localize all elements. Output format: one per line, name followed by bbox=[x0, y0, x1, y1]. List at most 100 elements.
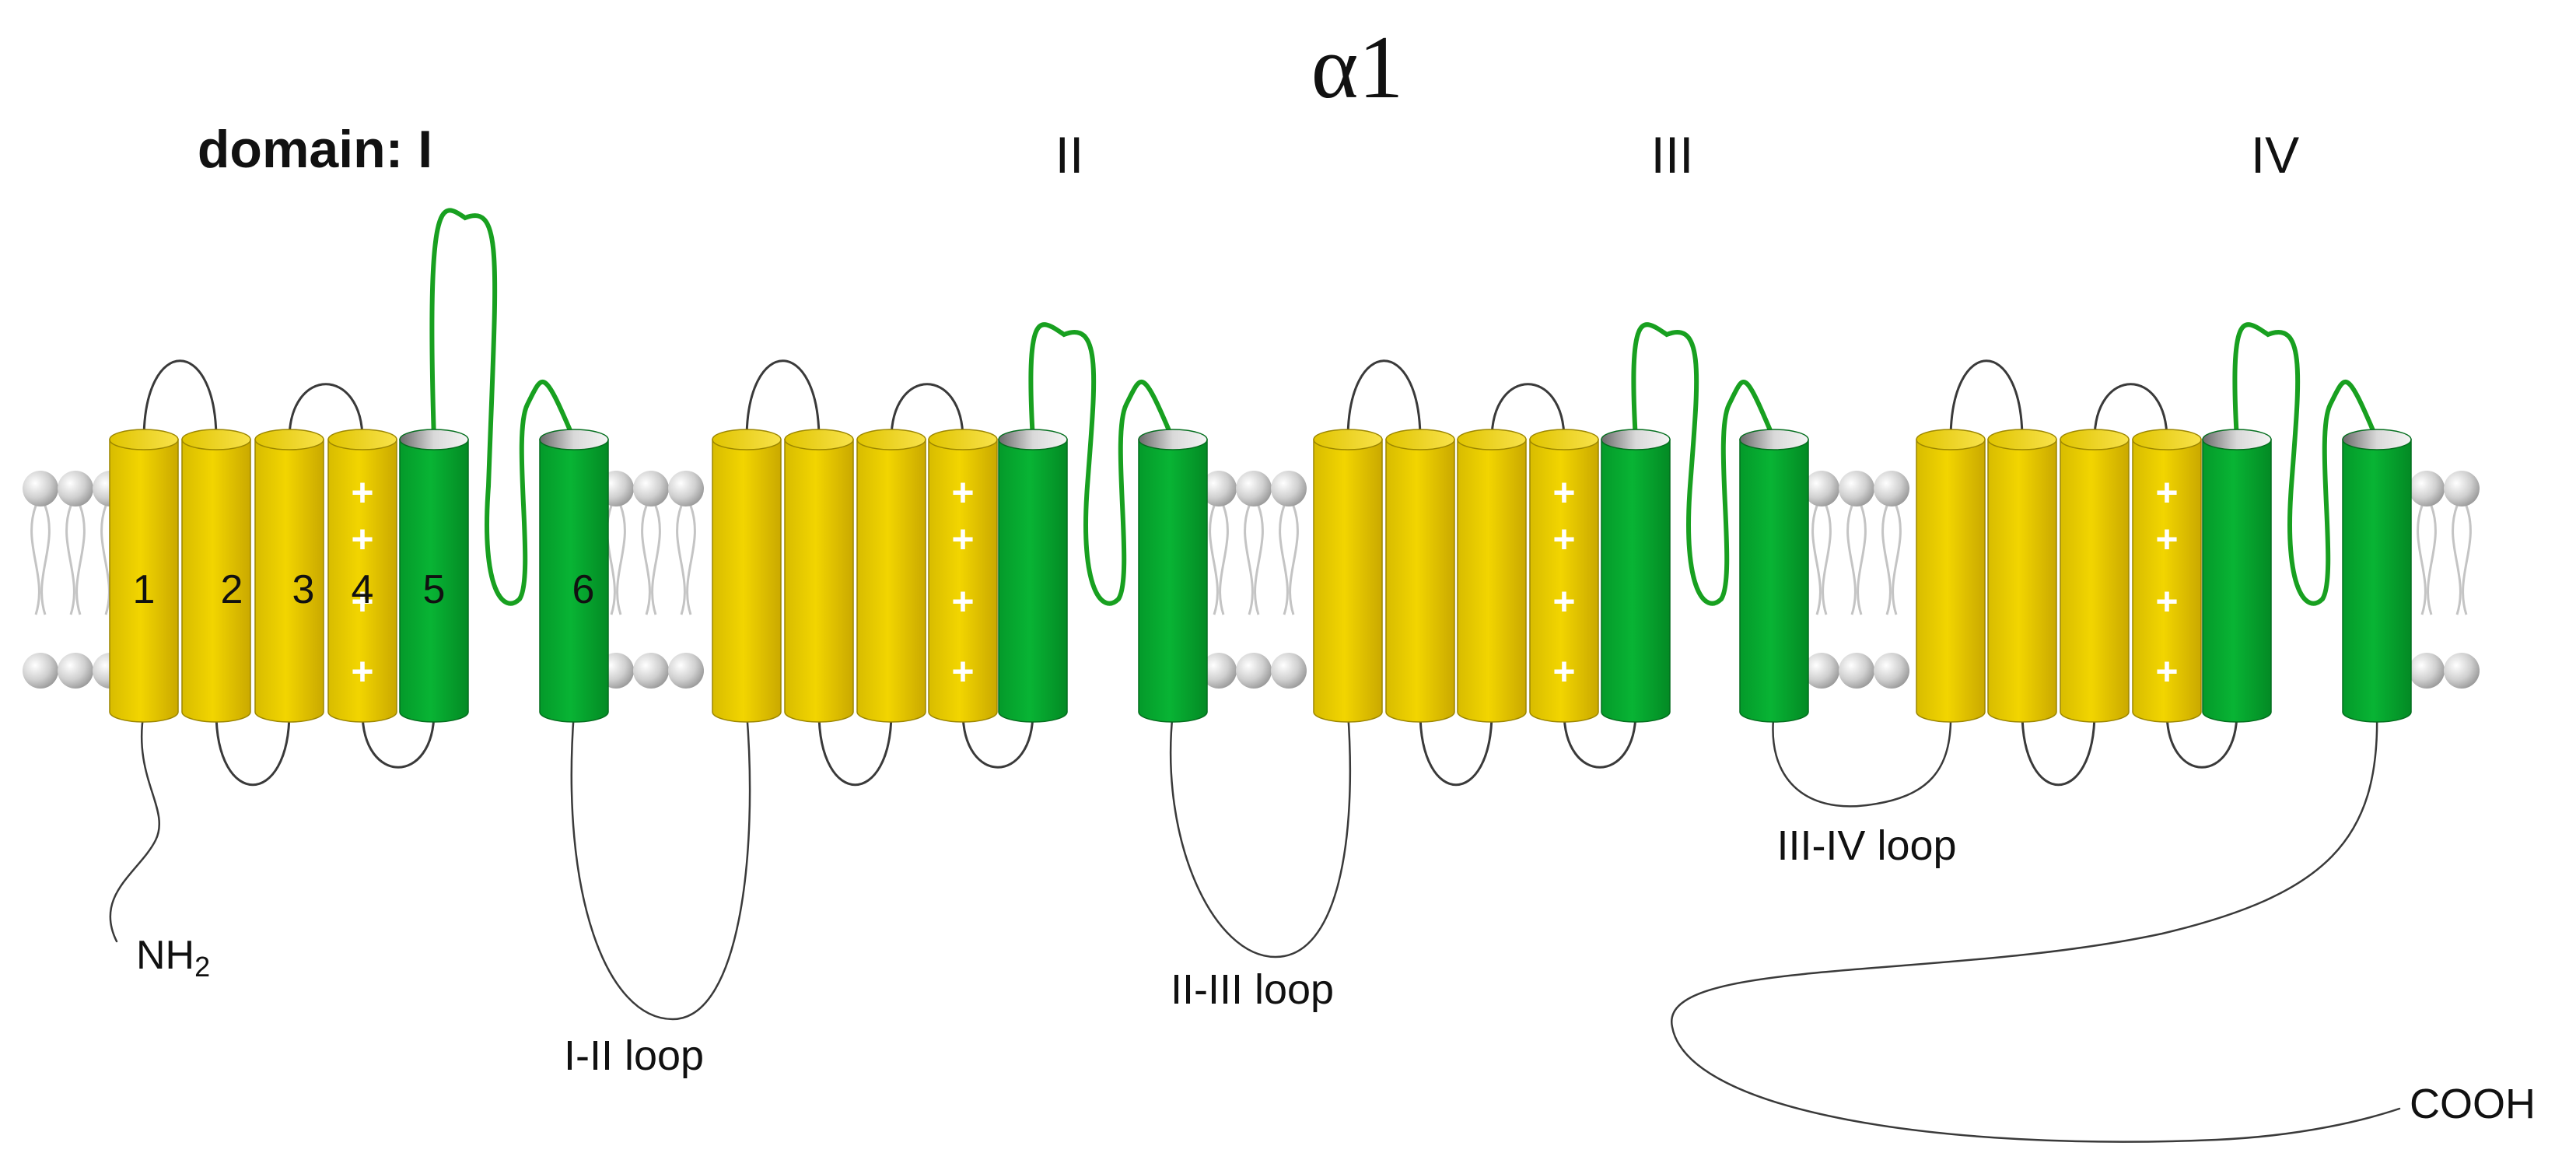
helix-body bbox=[2132, 439, 2202, 723]
loop-s3-s4 bbox=[2093, 383, 2168, 441]
helix-cap bbox=[1138, 429, 1208, 450]
pore-loop-s5 bbox=[1631, 322, 1724, 606]
positive-charge-symbol: + bbox=[2155, 580, 2178, 623]
lipid-head-top bbox=[1804, 471, 1839, 506]
positive-charge-symbol: + bbox=[2155, 517, 2178, 561]
domain-label-1: domain: I bbox=[198, 120, 432, 179]
positive-charge-symbol: + bbox=[351, 471, 373, 514]
n-terminus-label: NH2 bbox=[136, 933, 210, 983]
lipid-tail bbox=[2417, 505, 2437, 615]
helix-domain4-s1 bbox=[1916, 429, 1986, 723]
positive-charge-symbol: + bbox=[1552, 471, 1575, 514]
helix-cap bbox=[928, 429, 998, 450]
helix-domain1-s6 bbox=[539, 429, 609, 723]
helix-body bbox=[539, 439, 609, 723]
pore-loop-s5 bbox=[429, 208, 522, 606]
helix-cap bbox=[784, 429, 854, 450]
lipid-head-top bbox=[1201, 471, 1237, 506]
helix-domain1-s2 bbox=[181, 429, 251, 723]
loop-s2-s3 bbox=[215, 710, 291, 786]
positive-charge-symbol: + bbox=[351, 580, 373, 623]
loop-s2-s3 bbox=[2021, 710, 2096, 786]
lipid-head-bottom bbox=[1201, 653, 1237, 689]
iii-iv-loop bbox=[1772, 710, 1952, 808]
pore-loop-s6 bbox=[1116, 380, 1175, 601]
lipid-head-top bbox=[633, 471, 669, 506]
subunit-title: α1 bbox=[1311, 18, 1404, 117]
n-terminus-subscript: 2 bbox=[194, 951, 210, 983]
lipid-head-top bbox=[1839, 471, 1874, 506]
helix-cap bbox=[712, 429, 782, 450]
lipid-head-top bbox=[668, 471, 704, 506]
positive-charge-symbol: + bbox=[1552, 580, 1575, 623]
positive-charge-symbol: + bbox=[951, 650, 974, 693]
lipid-head-bottom bbox=[23, 653, 58, 689]
helix-domain1-s3 bbox=[254, 429, 324, 723]
lipid-tail bbox=[1279, 505, 1299, 615]
pore-loop-s5 bbox=[1028, 322, 1121, 606]
lipid-tail bbox=[2452, 505, 2472, 615]
positive-charge-symbol: + bbox=[951, 471, 974, 514]
lipid-tail bbox=[1209, 505, 1229, 615]
helix-cap bbox=[1987, 429, 2057, 450]
loop-s3-s4 bbox=[288, 383, 364, 441]
connecting-loops bbox=[109, 208, 2401, 1143]
lipid-head-top bbox=[23, 471, 58, 506]
n-terminus-text: NH bbox=[136, 933, 194, 978]
helix-domain3-s6 bbox=[1739, 429, 1809, 723]
helix-body bbox=[1138, 439, 1208, 723]
helix-cap bbox=[856, 429, 926, 450]
lipid-head-bottom bbox=[2444, 653, 2480, 689]
loop-s2-s3 bbox=[1419, 710, 1493, 786]
positive-charge-symbol: + bbox=[2155, 650, 2178, 693]
membrane-section bbox=[1201, 471, 1307, 689]
loop-s1-s2 bbox=[1346, 359, 1422, 441]
segment-number-6: 6 bbox=[572, 567, 595, 612]
helix-body bbox=[1601, 439, 1671, 723]
helix-cap bbox=[1916, 429, 1986, 450]
positive-charge-symbol: + bbox=[2155, 471, 2178, 514]
helix-body bbox=[327, 439, 397, 723]
lipid-head-bottom bbox=[1271, 653, 1307, 689]
lipid-tail bbox=[65, 505, 86, 615]
pore-loop-s5 bbox=[2232, 322, 2325, 606]
helix-body bbox=[856, 439, 926, 723]
lipid-head-bottom bbox=[633, 653, 669, 689]
loop-s1-s2 bbox=[745, 359, 821, 441]
helix-domain4-s6 bbox=[2342, 429, 2412, 723]
helix-domain4-s2 bbox=[1987, 429, 2057, 723]
lipid-tail bbox=[641, 505, 661, 615]
helix-domain1-s4 bbox=[327, 429, 397, 723]
helix-domain2-s4 bbox=[928, 429, 998, 723]
helix-body bbox=[1313, 439, 1383, 723]
helix-domain2-s2 bbox=[784, 429, 854, 723]
helix-cap bbox=[181, 429, 251, 450]
helix-body bbox=[1385, 439, 1455, 723]
segment-number-2: 2 bbox=[221, 567, 243, 612]
loop-s4-s5 bbox=[2165, 710, 2238, 769]
helix-body bbox=[1739, 439, 1809, 723]
lipid-head-bottom bbox=[2409, 653, 2445, 689]
pore-loop-s6 bbox=[517, 380, 576, 601]
helix-cap bbox=[327, 429, 397, 450]
lipid-head-bottom bbox=[668, 653, 704, 689]
lipid-head-top bbox=[58, 471, 93, 506]
domain-label-3: III bbox=[1650, 126, 1693, 184]
loop-s4-s5 bbox=[1563, 710, 1637, 769]
positive-charge-symbol: + bbox=[351, 517, 373, 561]
helix-domain3-s1 bbox=[1313, 429, 1383, 723]
helix-domain4-s4 bbox=[2132, 429, 2202, 723]
c-terminus-label: COOH bbox=[2410, 1081, 2536, 1127]
helix-cap bbox=[1739, 429, 1809, 450]
lipid-tail bbox=[1846, 505, 1867, 615]
helix-cap bbox=[2202, 429, 2272, 450]
loop-s2-s3 bbox=[817, 710, 893, 786]
helix-body bbox=[2342, 439, 2412, 723]
lipid-tail bbox=[30, 505, 51, 615]
helix-body bbox=[928, 439, 998, 723]
helix-cap bbox=[2342, 429, 2412, 450]
helix-body bbox=[712, 439, 782, 723]
positive-charge-symbol: + bbox=[1552, 650, 1575, 693]
loop-label-ii-iii: II-III loop bbox=[1171, 966, 1334, 1013]
